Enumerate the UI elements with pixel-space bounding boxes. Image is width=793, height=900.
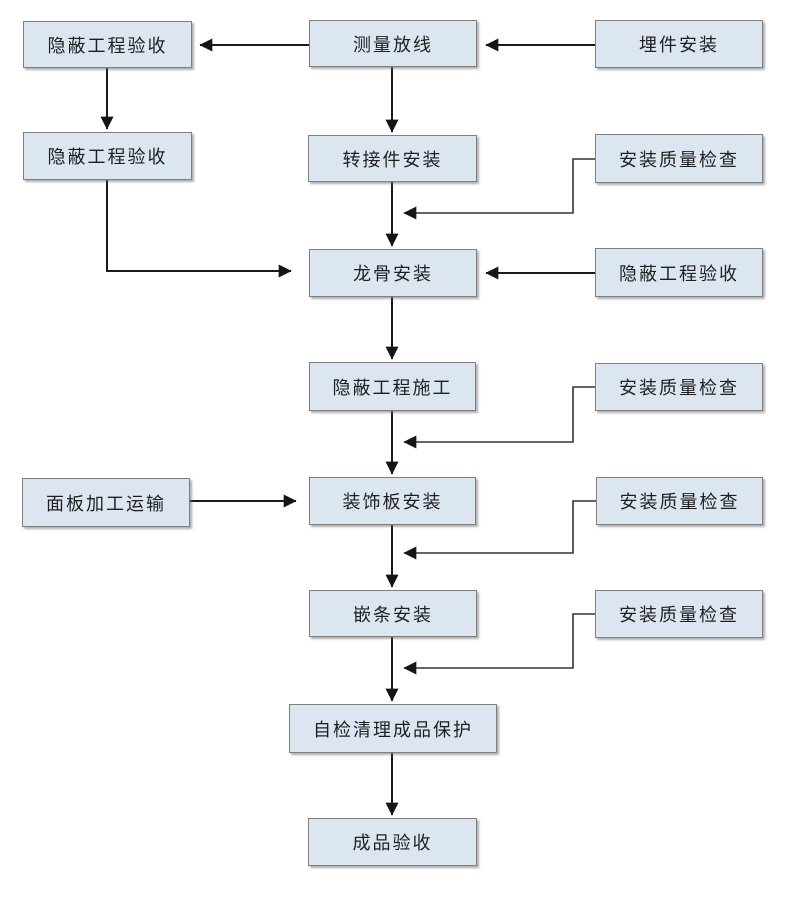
node-keel-install: 龙骨安装 [309,249,477,297]
node-concealed-work-acceptance-3: 隐蔽工程验收 [595,248,763,297]
node-panel-processing-transport: 面板加工运输 [22,478,190,527]
node-decorative-panel-install: 装饰板安装 [309,477,476,525]
node-concealed-work-construction: 隐蔽工程施工 [309,362,476,411]
edge-quality4-feed [403,613,595,675]
edge-quality2-feed [403,386,595,449]
edge-quality3-feed [403,500,596,560]
edge-quality1-feed [403,158,595,220]
node-install-quality-check-1: 安装质量检查 [595,134,763,183]
node-install-quality-check-3: 安装质量检查 [596,477,763,525]
node-measure-setout: 测量放线 [309,20,477,67]
edge-acceptance2-to-keel [106,180,292,278]
node-trim-strip-install: 嵌条安装 [309,590,477,637]
node-finished-product-acceptance: 成品验收 [308,818,477,866]
node-install-quality-check-2: 安装质量检查 [595,363,763,411]
node-embedded-parts-install: 埋件安装 [595,20,763,68]
node-install-quality-check-4: 安装质量检查 [595,590,763,638]
node-adapter-install: 转接件安装 [308,135,477,182]
node-concealed-work-acceptance-2: 隐蔽工程验收 [23,132,192,180]
node-concealed-work-acceptance-1: 隐蔽工程验收 [23,21,192,68]
node-self-check-cleaning-protection: 自检清理成品保护 [289,704,497,753]
